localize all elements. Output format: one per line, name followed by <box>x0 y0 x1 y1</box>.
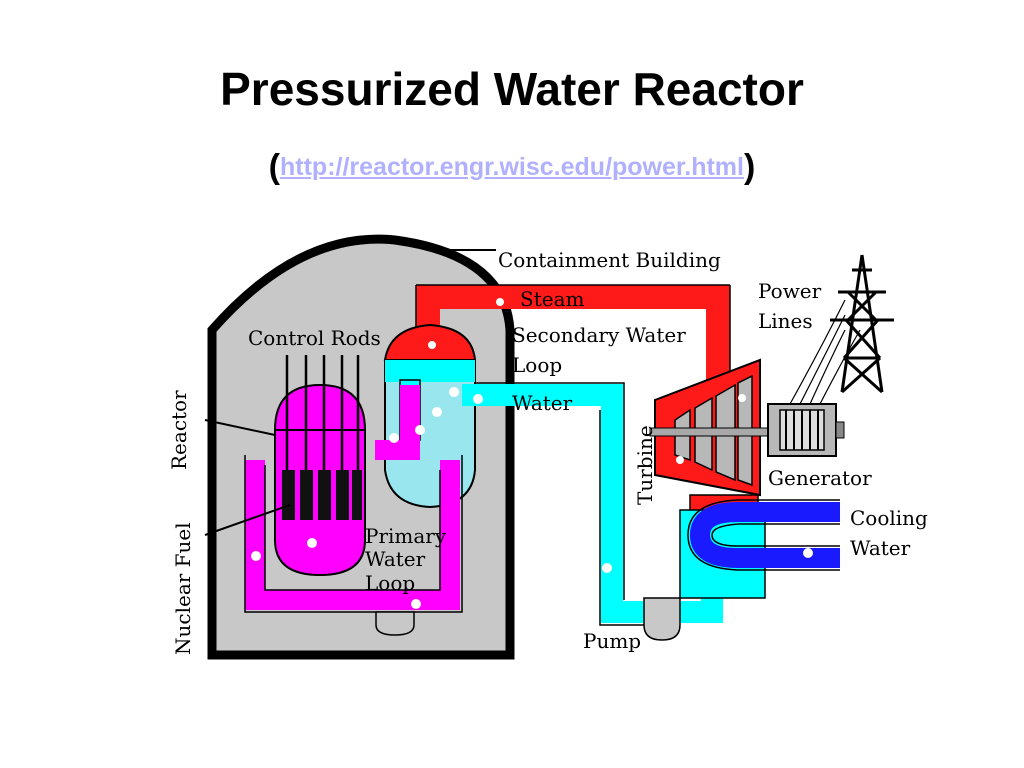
slide-title: Pressurized Water Reactor <box>220 63 804 115</box>
nuclear-fuel <box>282 470 362 520</box>
label-primary: Primary <box>365 524 447 548</box>
label-reactor: Reactor <box>167 390 191 470</box>
label-pump: Pump <box>583 629 641 653</box>
power-lines <box>789 299 861 405</box>
label-generator: Generator <box>768 466 872 490</box>
label-secondary-loop: Loop <box>512 353 562 377</box>
label-lines: Lines <box>758 309 813 333</box>
label-steam: Steam <box>520 287 584 311</box>
label-power: Power <box>758 279 822 303</box>
label-control-rods: Control Rods <box>248 326 381 350</box>
cooling-water-pipe <box>689 502 840 568</box>
label-turbine: Turbine <box>633 425 657 505</box>
primary-pump <box>375 611 415 636</box>
steam-pipe <box>416 285 730 415</box>
label-primary-water: Water <box>365 547 426 571</box>
label-containment-building: Containment Building <box>498 248 721 272</box>
generator <box>767 403 845 457</box>
label-cooling: Cooling <box>850 506 928 530</box>
label-secondary-water: Secondary Water <box>512 323 686 347</box>
source-link[interactable]: http://reactor.engr.wisc.edu/power.html <box>280 153 744 181</box>
label-water: Water <box>512 391 573 415</box>
open-paren: ( <box>268 148 280 186</box>
secondary-pump <box>643 597 681 641</box>
turbine <box>649 358 769 497</box>
slide-subtitle: (http://reactor.engr.wisc.edu/power.html… <box>0 150 1024 184</box>
flow-markers <box>251 298 813 609</box>
primary-water-pipe <box>245 385 460 610</box>
close-paren: ) <box>743 148 756 186</box>
label-primary-loop: Loop <box>365 571 415 595</box>
label-nuclear-fuel: Nuclear Fuel <box>171 522 195 655</box>
transmission-tower <box>830 254 894 394</box>
label-cooling-water: Water <box>850 536 911 560</box>
